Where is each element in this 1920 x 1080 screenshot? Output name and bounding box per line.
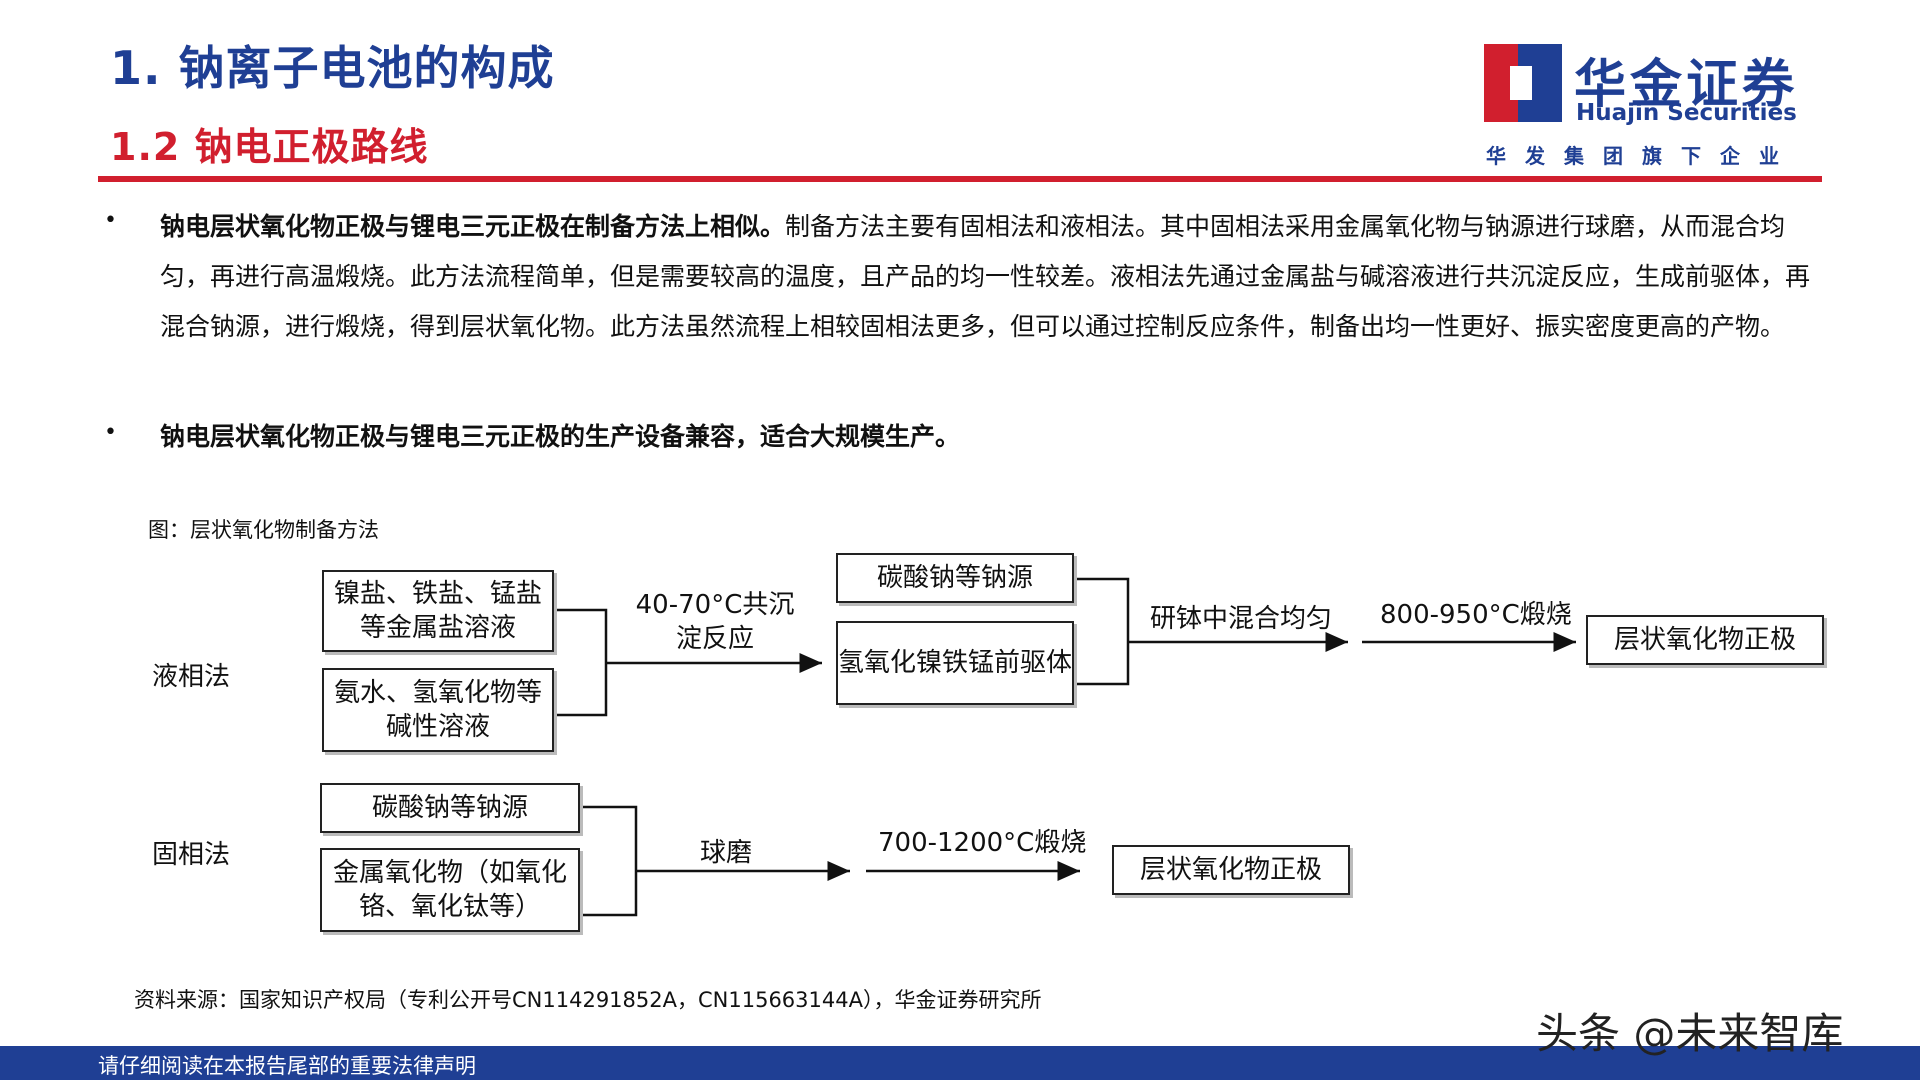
liquid-mid-sodium-source: 碳酸钠等钠源 — [836, 553, 1074, 603]
logo-cn-name: 华金证券 — [1574, 55, 1799, 115]
legal-notice-link[interactable]: 请仔细阅读在本报告尾部的重要法律声明 — [98, 1054, 476, 1078]
solid-input-sodium-source: 碳酸钠等钠源 — [320, 783, 580, 833]
bullet-1-lead: 钠电层状氧化物正极与锂电三元正极在制备方法上相似。 — [160, 212, 786, 241]
liquid-input-metal-salts: 镍盐、铁盐、锰盐等金属盐溶液 — [322, 570, 554, 652]
solid-step-ball-milling: 球磨 — [700, 838, 753, 868]
source-note: 资料来源：国家知识产权局（专利公开号CN114291852A，CN1156631… — [134, 988, 1042, 1012]
bullet-icon: • — [104, 208, 117, 233]
liquid-step-coprecipitation: 40-70°C共沉淀反应 — [635, 590, 795, 654]
liquid-mid-precursor: 氢氧化镍铁锰前驱体 — [836, 621, 1074, 705]
bullet-icon: • — [104, 420, 117, 445]
liquid-step-calcination: 800-950°C煅烧 — [1380, 600, 1572, 630]
liquid-step-mixing: 研钵中混合均匀 — [1150, 604, 1333, 634]
figure-caption: 图：层状氧化物制备方法 — [148, 518, 379, 542]
solid-step-calcination: 700-1200°C煅烧 — [878, 828, 1087, 858]
logo-en-name: Huajin Securities — [1576, 100, 1797, 126]
header-divider — [98, 176, 1822, 182]
bullet-1-text: 制备方法主要有固相法和液相法。其中固相法采用金属氧化物与钠源进行球磨，从而混合均… — [160, 212, 1811, 341]
huajin-logo-mark-icon — [1484, 44, 1562, 122]
page-title: 1. 钠离子电池的构成 — [110, 41, 555, 95]
solid-method-label: 固相法 — [152, 840, 231, 870]
watermark: 头条 @未来智库 — [1536, 1009, 1844, 1058]
liquid-method-label: 液相法 — [152, 662, 231, 692]
liquid-output: 层状氧化物正极 — [1586, 615, 1824, 665]
bullet-paragraph-1: 钠电层状氧化物正极与锂电三元正极在制备方法上相似。制备方法主要有固相法和液相法。… — [160, 202, 1810, 352]
bullet-paragraph-2: 钠电层状氧化物正极与锂电三元正极的生产设备兼容，适合大规模生产。 — [160, 422, 961, 451]
liquid-input-alkaline: 氨水、氢氧化物等碱性溶液 — [322, 668, 554, 752]
solid-input-metal-oxide: 金属氧化物（如氧化铬、氧化钛等） — [320, 848, 580, 932]
footer-bar — [0, 1046, 1920, 1080]
solid-output: 层状氧化物正极 — [1112, 845, 1350, 895]
huajin-logo: 华金证券 Huajin Securities 华发集团旗下企业 — [1484, 44, 1804, 168]
logo-tagline: 华发集团旗下企业 — [1486, 144, 1798, 168]
section-subtitle: 1.2 钠电正极路线 — [110, 125, 429, 169]
